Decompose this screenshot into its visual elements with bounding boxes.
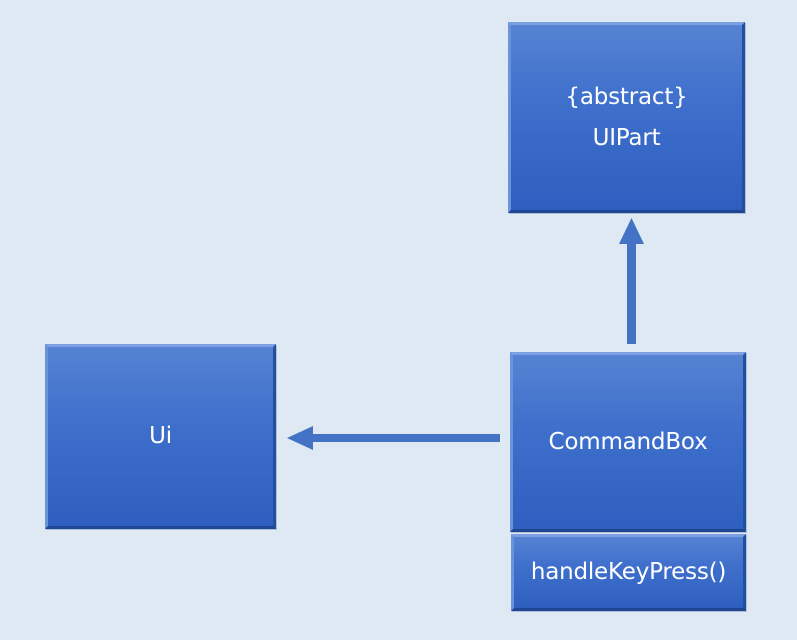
class-box-uipart[interactable]: {abstract} UIPart <box>508 22 745 213</box>
class-box-commandbox[interactable]: CommandBox <box>510 352 746 532</box>
ui-name: Ui <box>149 423 172 449</box>
class-box-ui[interactable]: Ui <box>45 344 276 529</box>
commandbox-method-box[interactable]: handleKeyPress() <box>511 534 746 611</box>
uipart-stereotype: {abstract} <box>565 83 688 110</box>
commandbox-method-name: handleKeyPress() <box>530 559 727 585</box>
commandbox-name: CommandBox <box>548 428 708 455</box>
arrow-commandbox-to-ui <box>287 426 500 450</box>
uipart-name: UIPart <box>592 124 661 151</box>
arrow-commandbox-to-uipart <box>619 218 644 344</box>
